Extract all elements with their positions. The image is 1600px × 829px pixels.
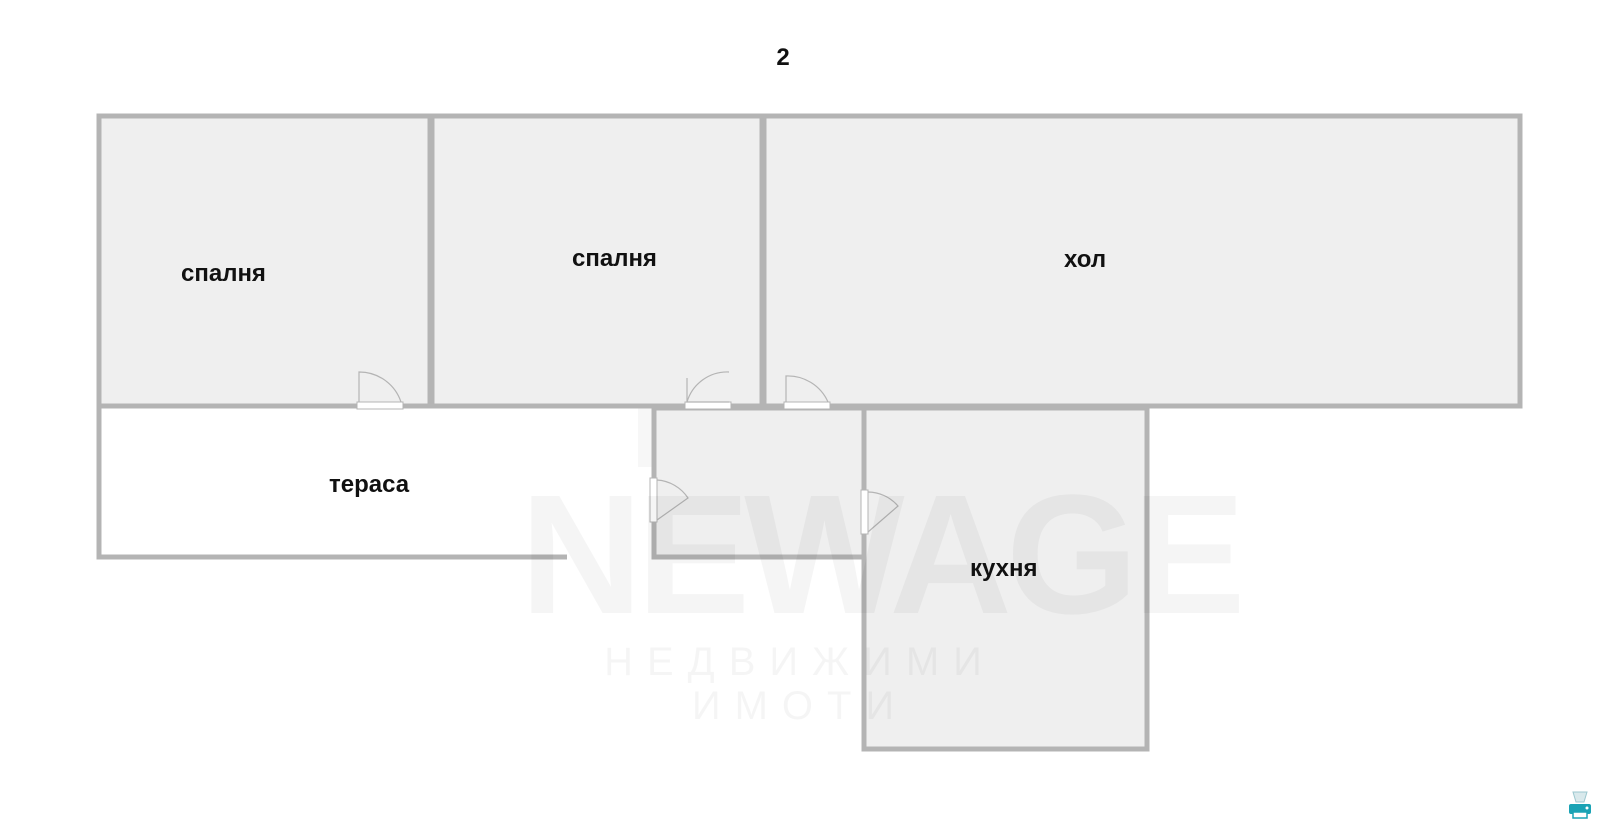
room-living	[761, 113, 1523, 409]
room-label-terrace: тераса	[329, 471, 410, 498]
watermark: NEWAGE НЕДВИЖИМИ ИМОТИ	[520, 470, 1080, 728]
watermark-subtitle: НЕДВИЖИМИ ИМОТИ	[520, 640, 1080, 728]
floor-label: 2	[776, 44, 790, 71]
room-kitchen	[861, 405, 1150, 752]
door-bedroom-2	[684, 371, 732, 410]
room-bedroom-2	[429, 113, 765, 409]
door-terrace	[649, 477, 689, 523]
room-label-bedroom-1: спалня	[181, 260, 266, 287]
room-label-kitchen: кухня	[970, 555, 1038, 582]
door-bedroom-1	[356, 371, 404, 410]
printer-icon[interactable]	[1567, 790, 1593, 820]
room-label-living: хол	[1064, 246, 1107, 273]
door-kitchen	[860, 489, 899, 535]
room-label-bedroom-2: спалня	[572, 245, 657, 272]
room-terrace	[96, 408, 567, 560]
door-living	[783, 375, 831, 410]
